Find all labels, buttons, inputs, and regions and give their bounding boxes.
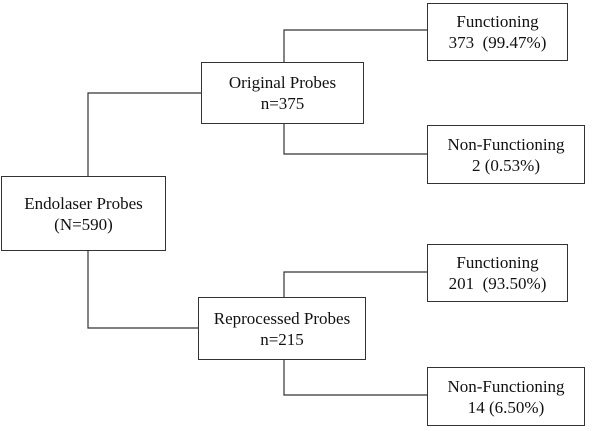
original-functioning-title: Functioning bbox=[456, 12, 539, 31]
connector-original-nonfunctioning bbox=[283, 124, 427, 155]
original-functioning-count: 373 (99.47%) bbox=[448, 33, 547, 52]
original-nonfunctioning-node: Non-Functioning 2 (0.53%) bbox=[427, 125, 585, 184]
connector-root-reprocessed bbox=[87, 250, 198, 329]
root-node-title: Endolaser Probes bbox=[24, 193, 143, 213]
original-nonfunctioning-count: 2 (0.53%) bbox=[472, 155, 540, 175]
original-functioning-node: Functioning 373 (99.47%) bbox=[427, 3, 568, 61]
original-probes-count: n=375 bbox=[260, 94, 305, 113]
reprocessed-probes-title: Reprocessed Probes bbox=[213, 308, 351, 328]
reprocessed-functioning-title: Functioning bbox=[456, 253, 539, 272]
connector-reprocessed-functioning bbox=[283, 271, 427, 297]
reprocessed-functioning-count: 201 (93.50%) bbox=[448, 274, 547, 293]
original-probes-title: Original Probes bbox=[228, 73, 337, 92]
root-node: Endolaser Probes (N=590) bbox=[1, 176, 166, 251]
connector-reprocessed-nonfunctioning bbox=[283, 360, 427, 396]
reprocessed-nonfunctioning-count: 14 (6.50%) bbox=[467, 397, 545, 417]
root-node-count: (N=590) bbox=[54, 214, 113, 234]
connector-original-functioning bbox=[283, 29, 427, 62]
connector-root-original bbox=[87, 92, 201, 176]
reprocessed-nonfunctioning-node: Non-Functioning 14 (6.50%) bbox=[427, 367, 585, 426]
reprocessed-functioning-node: Functioning 201 (93.50%) bbox=[427, 244, 568, 302]
reprocessed-probes-node: Reprocessed Probes n=215 bbox=[198, 297, 366, 360]
original-nonfunctioning-title: Non-Functioning bbox=[447, 134, 565, 154]
reprocessed-nonfunctioning-title: Non-Functioning bbox=[447, 376, 565, 396]
reprocessed-probes-count: n=215 bbox=[260, 329, 304, 349]
original-probes-node: Original Probes n=375 bbox=[201, 62, 364, 124]
